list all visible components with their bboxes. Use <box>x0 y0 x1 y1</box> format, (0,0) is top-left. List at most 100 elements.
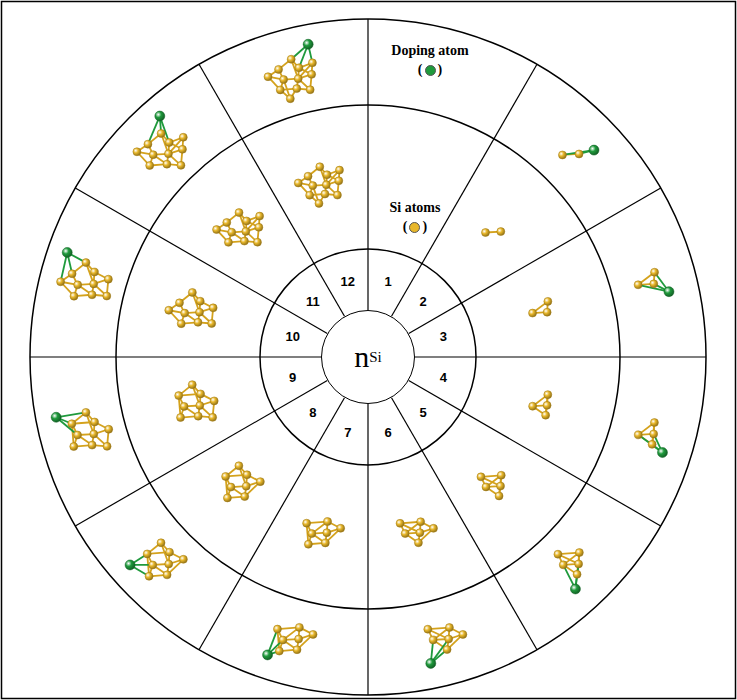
sector-number: 3 <box>440 329 447 344</box>
si-atom <box>481 229 489 237</box>
atom-cluster <box>303 518 345 549</box>
si-atom <box>335 177 343 185</box>
si-atom <box>443 646 451 654</box>
si-atom <box>543 401 551 409</box>
si-atom <box>146 162 154 170</box>
legend-sample: () <box>391 62 468 78</box>
si-atom <box>70 443 78 451</box>
si-atom <box>306 86 314 94</box>
sector-divider <box>367 404 368 695</box>
si-atom <box>554 550 562 558</box>
si-atom <box>179 133 187 141</box>
si-atom <box>294 179 302 187</box>
atom-cluster <box>222 462 265 502</box>
atom-cluster <box>529 391 552 420</box>
si-atom <box>575 150 583 158</box>
si-atom <box>243 217 251 225</box>
si-atom <box>235 462 243 470</box>
si-atom <box>209 304 217 312</box>
atom-cluster <box>481 228 504 237</box>
outer-ring <box>30 19 706 695</box>
dopant-atom <box>263 650 273 660</box>
sector-divider <box>75 188 327 334</box>
atom-cluster <box>213 209 264 247</box>
sector-number: 11 <box>306 294 320 309</box>
sector-divider <box>392 398 538 650</box>
si-atom <box>165 548 173 556</box>
sector-number: 9 <box>289 370 296 385</box>
dopant-atom <box>303 39 313 49</box>
si-atom <box>295 64 303 72</box>
si-atom <box>256 478 264 486</box>
si-atom <box>88 291 96 299</box>
si-atom <box>235 209 243 217</box>
si-atom <box>575 549 583 557</box>
sector-number: 4 <box>440 370 447 385</box>
si-atom <box>143 550 151 558</box>
si-atom <box>543 308 551 316</box>
si-atom <box>90 430 98 438</box>
si-atom <box>323 171 331 179</box>
sector-divider <box>415 356 706 357</box>
si-atom <box>558 151 566 159</box>
si-atom <box>275 647 283 655</box>
dopant-atom <box>155 111 165 121</box>
si-atom <box>177 320 185 328</box>
sector-divider <box>409 188 661 334</box>
si-atom <box>497 471 505 479</box>
si-atom <box>175 392 183 400</box>
si-atom <box>227 483 235 491</box>
dopant-atom <box>589 145 599 155</box>
atom-cluster <box>634 268 674 296</box>
si-atom <box>429 636 437 644</box>
si-atom <box>264 73 272 81</box>
si-atom <box>149 151 157 159</box>
si-atom <box>293 646 301 654</box>
si-atom <box>286 95 294 103</box>
si-atom <box>178 145 186 153</box>
si-atom <box>91 418 99 426</box>
si-atom <box>163 571 171 579</box>
legend-swatch <box>409 222 420 233</box>
si-atom <box>243 471 251 479</box>
si-atom <box>424 625 432 633</box>
sector-divider <box>409 381 661 527</box>
si-atom <box>223 218 231 226</box>
sector-number: 12 <box>341 274 355 289</box>
dopant-atom <box>570 584 580 594</box>
si-atom <box>634 281 642 289</box>
si-atom <box>309 182 317 190</box>
si-atom <box>529 402 537 410</box>
count-symbol: n <box>354 340 369 374</box>
si-atom <box>194 412 202 420</box>
si-atom <box>315 199 323 207</box>
si-atom <box>196 401 204 409</box>
si-atom <box>542 411 550 419</box>
si-atom <box>228 228 236 236</box>
si-atom <box>103 442 111 450</box>
legend-sample: () <box>390 219 441 235</box>
si-atom <box>575 560 583 568</box>
parenthesis: ) <box>438 62 443 77</box>
si-atom <box>241 493 249 501</box>
si-atom <box>497 482 505 490</box>
si-atom <box>321 539 329 547</box>
si-atom <box>495 492 503 500</box>
si-atom <box>321 190 329 198</box>
si-atom <box>88 441 96 449</box>
si-atom <box>295 635 303 643</box>
si-atom <box>188 288 196 296</box>
clusters <box>51 39 674 668</box>
si-atom <box>213 226 221 234</box>
si-atom <box>195 308 203 316</box>
si-atom <box>253 238 261 246</box>
si-atom <box>224 238 232 246</box>
si-atom <box>68 420 76 428</box>
si-atom <box>559 561 567 569</box>
si-atom <box>240 237 248 245</box>
si-atom <box>163 160 171 168</box>
si-atom <box>157 539 165 547</box>
si-atom <box>70 292 78 300</box>
si-atom <box>242 482 250 490</box>
legend-text: Si atoms <box>390 200 441 216</box>
